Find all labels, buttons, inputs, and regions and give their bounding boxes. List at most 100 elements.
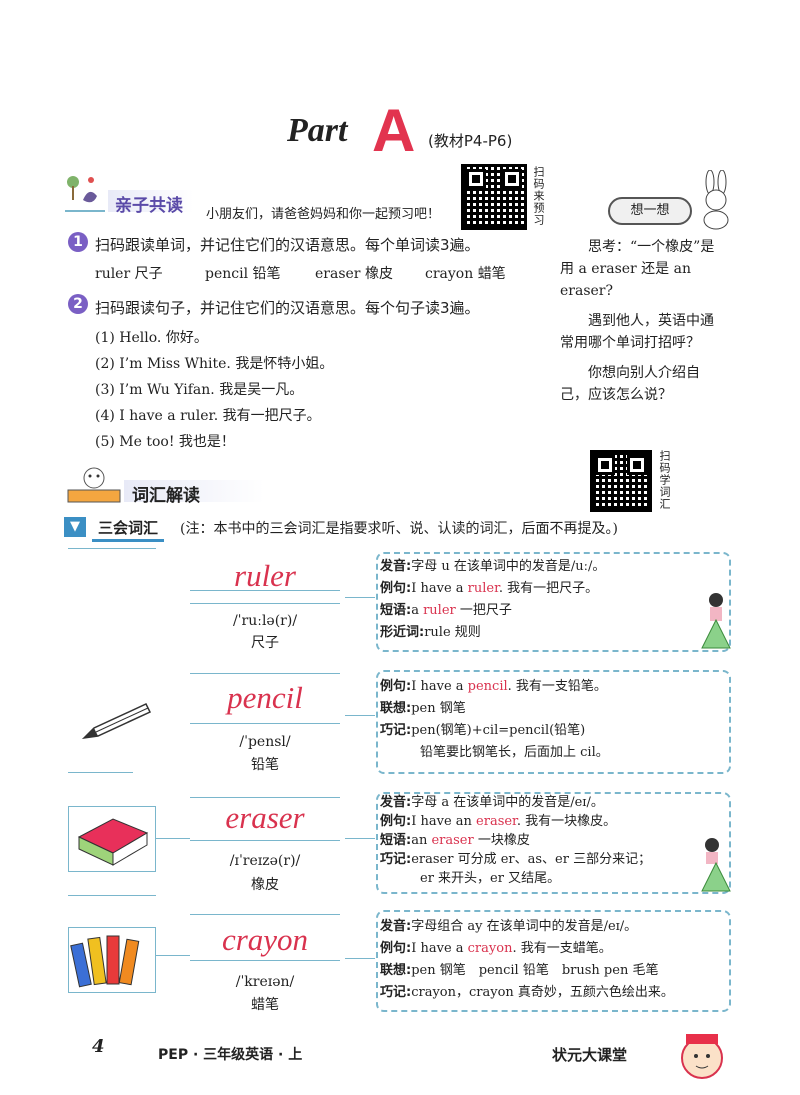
- phonetic: /ˈkreɪən/: [235, 974, 295, 990]
- think-line: 你想向别人介绍自: [588, 365, 700, 381]
- think-line: 遇到他人，英语中通: [588, 313, 714, 329]
- card-line: 发音:字母组合 ay 在该单词中的发音是/eɪ/。: [380, 919, 638, 934]
- step-instruction-1: 扫码跟读单词，并记住它们的汉语意思。每个单词读3遍。: [95, 236, 480, 254]
- word-art: crayon: [221, 922, 309, 957]
- word-topline: [190, 797, 340, 798]
- sentence-item: (4) I have a ruler. 我有一把尺子。: [95, 408, 321, 424]
- word-topline: [190, 673, 340, 674]
- card-line: 巧记:eraser 可分成 er、as、er 三部分来记；: [380, 852, 652, 867]
- word-topline: [190, 914, 340, 915]
- card-lines: 发音:字母组合 ay 在该单词中的发音是/eɪ/。 例句:I have a cr…: [380, 916, 674, 1004]
- card-line: 例句:I have a crayon. 我有一支蜡笔。: [380, 941, 612, 956]
- detail-card: [376, 792, 731, 894]
- sentence-item: (1) Hello. 你好。: [95, 330, 208, 346]
- chinese-meaning: 铅笔: [251, 757, 279, 773]
- card-line: 联想:pen 钢笔: [380, 701, 466, 716]
- step-badge-2: 2: [68, 294, 88, 314]
- textbook-reference: (教材P4-P6): [428, 132, 513, 150]
- part-letter: A: [372, 97, 416, 164]
- connector: [156, 838, 190, 839]
- phonetic: /ˈruːlə(r)/: [232, 613, 298, 629]
- preview-intro: 小朋友们，请爸爸妈妈和你一起预习吧！: [206, 207, 441, 222]
- word-item: ruler 尺子: [95, 263, 205, 283]
- section-band: [108, 190, 193, 212]
- section-band: [124, 480, 264, 502]
- step-instruction-2: 扫码跟读句子，并记住它们的汉语意思。每个句子读3遍。: [95, 299, 480, 317]
- word-item: crayon 蜡笔: [425, 263, 525, 283]
- word-zh: 尺子: [134, 266, 163, 282]
- page-number: 4: [92, 1036, 105, 1057]
- detail-card: [376, 670, 731, 774]
- card-line: 巧记:crayon，crayon 真奇妙，五颜六色绘出来。: [380, 985, 674, 1000]
- connector: [345, 958, 375, 959]
- card-line: 发音:字母 u 在该单词中的发音是/uː/。: [380, 559, 606, 574]
- qr-vocab-label: 扫码学词汇: [658, 450, 671, 510]
- word-item: pencil 铅笔: [205, 263, 315, 283]
- sentence-item: (5) Me too! 我也是！: [95, 434, 235, 450]
- card-lines: 发音:字母 u 在该单词中的发音是/uː/。 例句:I have a ruler…: [380, 556, 605, 644]
- word-underline: [190, 723, 340, 724]
- card-lines: 发音:字母 a 在该单词中的发音是/eɪ/。 例句:I have an eras…: [380, 793, 651, 888]
- crayons-image-frame: [68, 927, 156, 993]
- sentence-item: (3) I’m Wu Yifan. 我是吴一凡。: [95, 382, 304, 398]
- preview-title: 亲子共读: [115, 196, 183, 216]
- think-text: 思考：“一个橡皮”是 用 a eraser 还是 an eraser? 遇到他人…: [560, 236, 740, 406]
- card-line: 铅笔要比钢笔长，后面加上 cil。: [420, 745, 609, 760]
- phonetic: /ɪˈreɪzə(r)/: [229, 853, 301, 869]
- step-badge-1: 1: [68, 232, 88, 252]
- word-underline: [190, 840, 340, 841]
- card-line: 发音:字母 a 在该单词中的发音是/eɪ/。: [380, 795, 604, 810]
- card-line: 短语:an eraser 一块橡皮: [380, 833, 530, 848]
- phonetic: /ˈpensl/: [239, 734, 291, 750]
- vocab-note: (注：本书中的三会词汇是指要求听、说、认读的词汇，后面不再提及。): [180, 521, 618, 537]
- word-en: pencil: [205, 266, 249, 282]
- sub-title: 三会词汇: [92, 517, 165, 542]
- card-line: 联想:pen 钢笔 pencil 铅笔 brush pen 毛笔: [380, 963, 659, 978]
- qr-code-vocab[interactable]: [590, 450, 652, 512]
- rabbit-illustration: [690, 169, 740, 230]
- word-baseline: [190, 590, 340, 591]
- chinese-meaning: 蜡笔: [251, 997, 279, 1013]
- card-line: 例句:I have an eraser. 我有一块橡皮。: [380, 814, 617, 829]
- qr-scan-label: 扫码来预习: [532, 166, 545, 226]
- chinese-meaning: 尺子: [251, 635, 279, 651]
- child-on-letter-a-illustration: [698, 835, 734, 893]
- divider: [68, 895, 156, 896]
- card-lines: 例句:I have a pencil. 我有一支铅笔。 联想:pen 钢笔 巧记…: [380, 676, 609, 764]
- pencil-illustration: [80, 698, 152, 742]
- detail-card: [376, 910, 731, 1012]
- think-line: 用 a eraser 还是 an eraser?: [560, 261, 691, 299]
- triangle-icon: ▼: [64, 517, 86, 537]
- word-zh: 橡皮: [364, 266, 393, 282]
- book-title: PEP · 三年级英语 · 上: [158, 1047, 303, 1063]
- qr-code-preview[interactable]: [461, 164, 527, 230]
- card-line: 形近词:rule 规则: [380, 625, 481, 640]
- think-line: 己，应该怎么说？: [560, 387, 672, 403]
- word-zh: 蜡笔: [477, 266, 506, 282]
- think-line: 常用哪个单词打招呼？: [560, 335, 700, 351]
- think-label: 想一想: [608, 197, 692, 225]
- card-line: er 来开头，er 又结尾。: [420, 871, 561, 886]
- sentence-list: (1) Hello. 你好。 (2) I’m Miss White. 我是怀特小…: [95, 325, 333, 455]
- dog-reading-illustration: [64, 464, 124, 506]
- card-line: 巧记:pen(钢笔)+cil=pencil(铅笔): [380, 723, 586, 738]
- connector: [345, 838, 375, 839]
- connector: [345, 715, 375, 716]
- card-line: 例句:I have a ruler. 我有一把尺子。: [380, 581, 599, 596]
- think-line: 思考：“一个橡皮”是: [588, 239, 715, 255]
- connector: [345, 597, 375, 598]
- card-line: 短语:a ruler 一把尺子: [380, 603, 512, 618]
- sentence-item: (2) I’m Miss White. 我是怀特小姐。: [95, 356, 334, 372]
- divider: [68, 772, 133, 773]
- child-on-letter-a-illustration: [698, 590, 734, 650]
- chinese-meaning: 橡皮: [251, 877, 279, 893]
- word-zh: 铅笔: [252, 266, 281, 282]
- word-underline: [190, 603, 340, 604]
- mascot-illustration: [672, 1030, 732, 1086]
- detail-card: [376, 552, 731, 652]
- part-title: Part: [287, 112, 348, 149]
- eraser-image-frame: [68, 806, 156, 872]
- word-list: ruler 尺子 pencil 铅笔 eraser 橡皮 crayon 蜡笔: [95, 263, 525, 283]
- word-art: pencil: [227, 680, 303, 715]
- word-en: crayon: [425, 266, 474, 282]
